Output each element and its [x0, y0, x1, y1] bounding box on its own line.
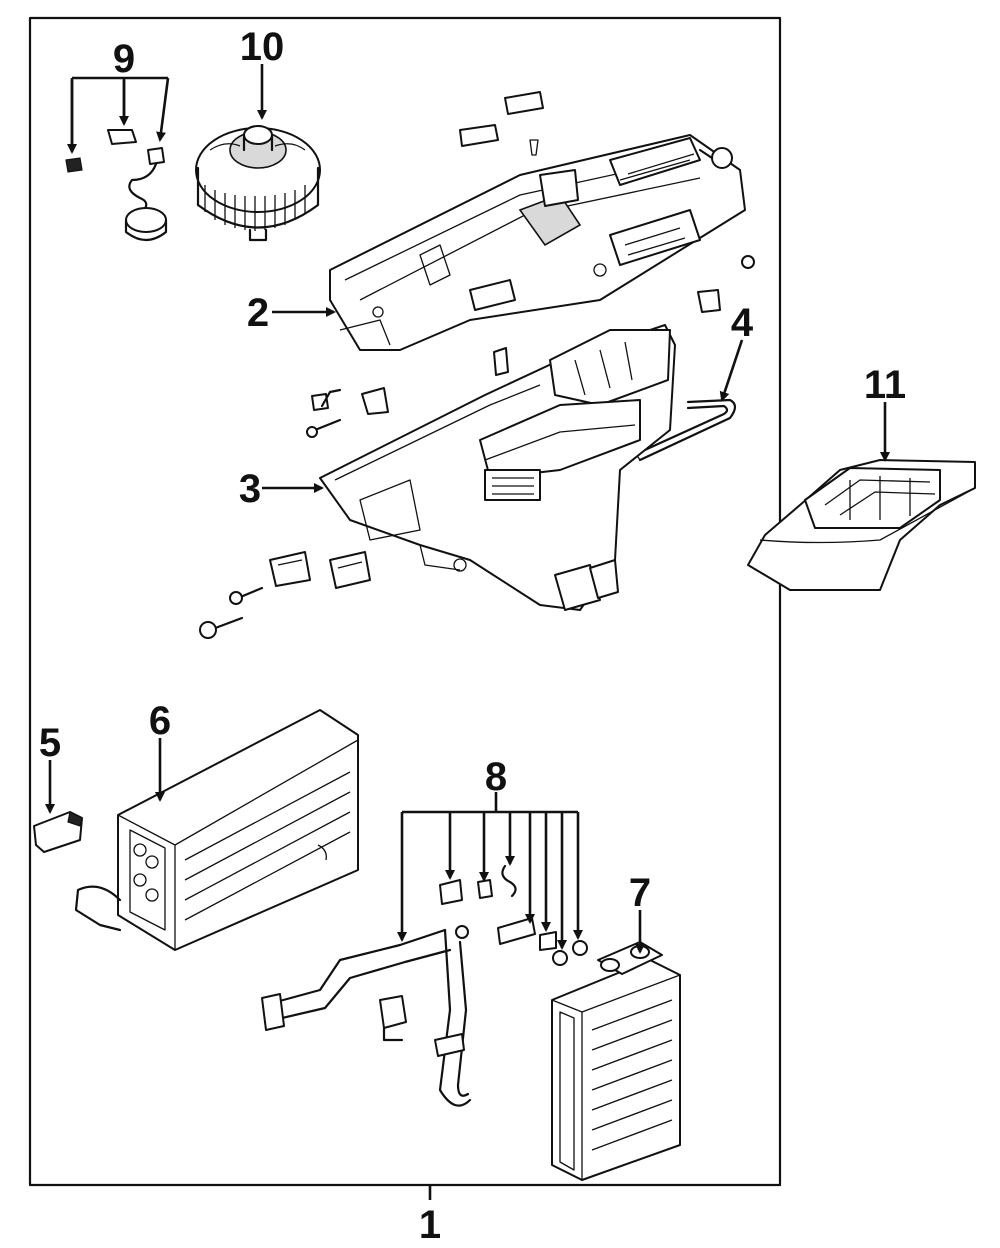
callout-6: 6 [149, 699, 171, 743]
callout-7: 7 [629, 871, 651, 915]
part-5-sensor[interactable] [33, 811, 83, 853]
assembly-frame [28, 16, 782, 1187]
callout-9: 9 [113, 37, 135, 81]
part-6-evaporator-core[interactable] [74, 709, 359, 951]
callout-1: 1 [419, 1203, 441, 1247]
callout-2: 2 [247, 291, 269, 335]
part-8-hose-kit[interactable] [261, 864, 588, 1107]
part-3-lower-case[interactable] [306, 324, 676, 611]
leader-4 [719, 339, 744, 402]
callout-3: 3 [239, 467, 261, 511]
callout-5: 5 [39, 721, 61, 765]
part-7-heater-core[interactable] [551, 941, 681, 1181]
part-2-upper-case[interactable] [329, 91, 755, 351]
callout-10: 10 [240, 25, 285, 69]
fastener-group [199, 551, 371, 639]
callout-8: 8 [485, 755, 507, 799]
part-10-blower-motor[interactable] [195, 125, 321, 242]
part-11-panel[interactable] [747, 459, 976, 591]
part-9-resistor-and-harness[interactable] [65, 129, 168, 242]
callout-4: 4 [731, 301, 754, 345]
callout-11: 11 [864, 363, 906, 407]
